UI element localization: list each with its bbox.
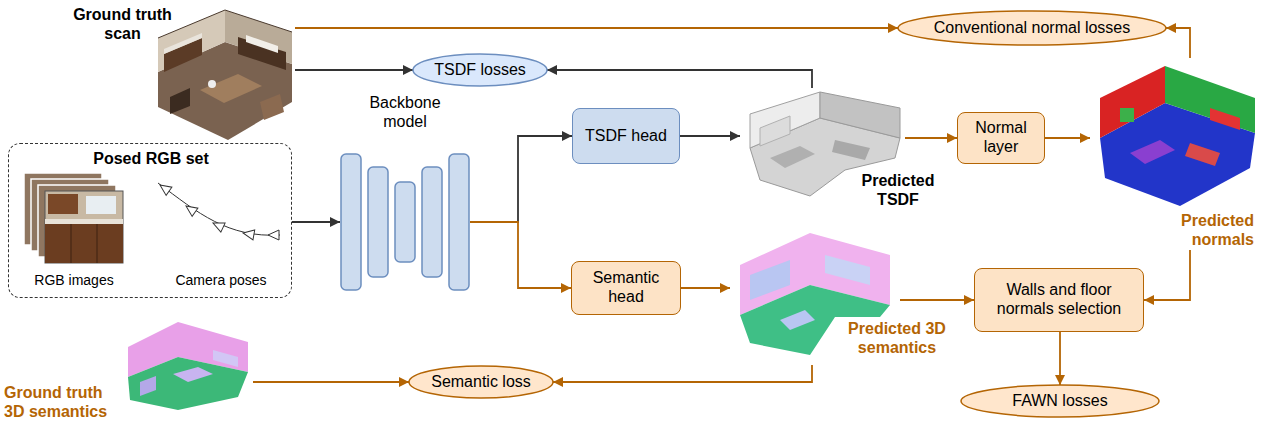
figure-heading: Posed RGB set — [9, 150, 293, 169]
scan-illustration — [158, 10, 292, 140]
backbone-network: Backbone model — [340, 152, 470, 292]
normals-figure: Predicted normals — [1090, 58, 1260, 250]
figure-heading: Ground truth 3D semantics — [4, 384, 116, 422]
connector-arrow — [470, 222, 571, 288]
figure-label: RGB images — [19, 272, 129, 289]
loss-ellipse: Semantic loss — [408, 365, 554, 399]
connector-arrow — [1166, 28, 1190, 58]
loss-ellipse: FAWN losses — [960, 384, 1160, 418]
connector-arrow — [295, 27, 898, 29]
box-label: Semantic loss — [431, 373, 531, 392]
box-label: Walls and floor normals selection — [983, 281, 1135, 319]
connector-arrow — [295, 69, 413, 71]
rgb-and-poses-illustration — [24, 173, 280, 263]
figure-label: Camera poses — [159, 272, 283, 289]
gt-semantics-illustration — [128, 322, 248, 410]
connector-arrow — [905, 137, 957, 139]
connector-arrow — [547, 70, 812, 88]
box-label: Normal layer — [966, 119, 1036, 157]
loss-ellipse: TSDF losses — [412, 53, 548, 87]
connector-arrow — [681, 287, 730, 289]
label-group: TSDF losses — [434, 61, 526, 80]
tsdf-figure: Predicted TSDF — [740, 88, 905, 200]
figure-heading: Backbone model — [360, 94, 450, 132]
connector-arrow — [680, 135, 740, 137]
connector-arrow — [1144, 250, 1190, 300]
box-label: TSDF head — [585, 127, 667, 146]
connector-arrow — [1045, 137, 1090, 139]
connector-arrow — [292, 221, 340, 223]
box-label: FAWN losses — [1012, 392, 1107, 411]
connector-arrow — [553, 365, 812, 382]
connector-arrow — [900, 299, 974, 301]
connector-arrow — [1059, 332, 1061, 385]
gt-semantics-figure: Ground truth 3D semantics — [118, 312, 253, 412]
label-group: Semantic loss — [431, 373, 531, 392]
figure-heading: Predicted TSDF — [852, 172, 944, 210]
box-label: Conventional normal losses — [934, 19, 1131, 38]
figure-heading: Predicted 3D semantics — [840, 320, 954, 358]
scan-figure: Ground truth scan — [150, 2, 295, 142]
process-box: Semantic head — [571, 261, 681, 315]
figure-heading: Predicted normals — [1158, 212, 1254, 250]
process-box: TSDF head — [572, 108, 680, 164]
semantics-figure: Predicted 3D semantics — [730, 225, 900, 365]
label-group: Walls and floor normals selection — [983, 281, 1135, 319]
label-group: Conventional normal losses — [934, 19, 1131, 38]
connector-arrow — [253, 381, 409, 383]
ellipse-shape — [409, 366, 553, 398]
label-group: Normal layer — [966, 119, 1036, 157]
label-group: FAWN losses — [1012, 392, 1107, 411]
label-group: Semantic head — [580, 269, 672, 307]
normals-illustration — [1100, 66, 1255, 206]
box-label: Semantic head — [580, 269, 672, 307]
process-box: Normal layer — [957, 112, 1045, 164]
ellipse-shape — [961, 385, 1159, 417]
figure-heading: Ground truth scan — [70, 6, 175, 44]
loss-ellipse: Conventional normal losses — [897, 10, 1167, 46]
ellipse-shape — [413, 54, 547, 86]
backbone-layers — [341, 154, 469, 290]
ellipse-shape — [898, 11, 1166, 45]
label-group: TSDF head — [585, 127, 667, 146]
box-label: TSDF losses — [434, 61, 526, 80]
input-group: Posed RGB setRGB images Camera poses — [8, 143, 292, 298]
connector-arrow — [470, 136, 572, 222]
process-box: Walls and floor normals selection — [974, 268, 1144, 332]
